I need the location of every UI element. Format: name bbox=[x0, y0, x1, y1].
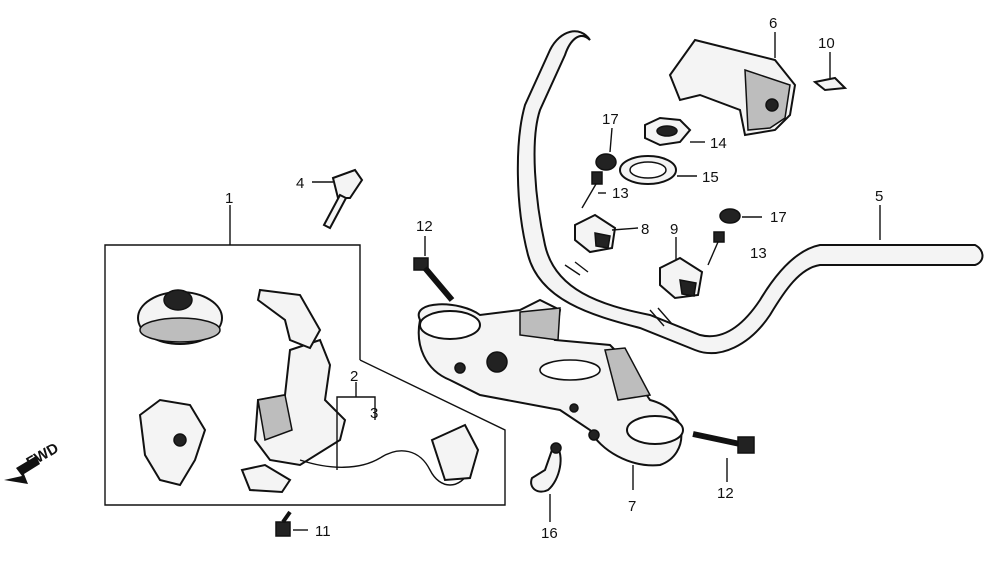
callout-17-left: 17 bbox=[602, 111, 619, 128]
forward-arrow-icon bbox=[4, 456, 40, 484]
ignition-switch-body bbox=[253, 288, 347, 467]
handlebar-upper-holder-cover bbox=[668, 38, 797, 137]
cap-nut-right bbox=[719, 208, 741, 224]
forward-label: FWD bbox=[24, 440, 62, 472]
callout-7: 7 bbox=[628, 498, 636, 515]
callout-2: 2 bbox=[350, 368, 358, 385]
emblem-plate bbox=[812, 76, 848, 92]
callout-17-right: 17 bbox=[770, 209, 787, 226]
callout-13-right: 13 bbox=[750, 245, 767, 262]
callout-16: 16 bbox=[541, 525, 558, 542]
upper-holder-left bbox=[574, 213, 617, 254]
ignition-assembly-group-box bbox=[104, 205, 506, 506]
fuel-cap-part bbox=[137, 289, 223, 345]
bolt-right bbox=[707, 231, 725, 266]
ignition-key bbox=[322, 168, 364, 230]
cable-clamp bbox=[530, 442, 562, 493]
callout-3: 3 bbox=[370, 405, 378, 422]
ignition-wire-harness bbox=[240, 423, 480, 494]
bolt-left bbox=[581, 171, 603, 209]
leader-lines bbox=[293, 32, 881, 531]
upper-holder-right bbox=[659, 256, 704, 300]
callout-8: 8 bbox=[641, 221, 649, 238]
callout-1: 1 bbox=[225, 190, 233, 207]
callout-6: 6 bbox=[769, 15, 777, 32]
callout-11: 11 bbox=[315, 523, 331, 540]
callout-5: 5 bbox=[875, 188, 883, 205]
callout-9: 9 bbox=[670, 221, 678, 238]
bolt-right-side bbox=[692, 431, 755, 454]
callout-12-top: 12 bbox=[416, 218, 433, 235]
callout-10: 10 bbox=[818, 35, 835, 52]
washer bbox=[619, 155, 677, 185]
screw bbox=[275, 510, 292, 537]
callout-15: 15 bbox=[702, 169, 719, 186]
callout-14: 14 bbox=[710, 135, 727, 152]
callout-13-left: 13 bbox=[612, 185, 629, 202]
handlebar bbox=[516, 30, 984, 355]
cap-nut-left bbox=[595, 153, 617, 171]
top-bridge bbox=[417, 298, 684, 467]
callout-4: 4 bbox=[296, 175, 304, 192]
switch-housing-part bbox=[138, 398, 207, 487]
callout-12-bottom: 12 bbox=[717, 485, 734, 502]
bolt-top-left bbox=[413, 257, 455, 302]
nut bbox=[644, 116, 692, 147]
